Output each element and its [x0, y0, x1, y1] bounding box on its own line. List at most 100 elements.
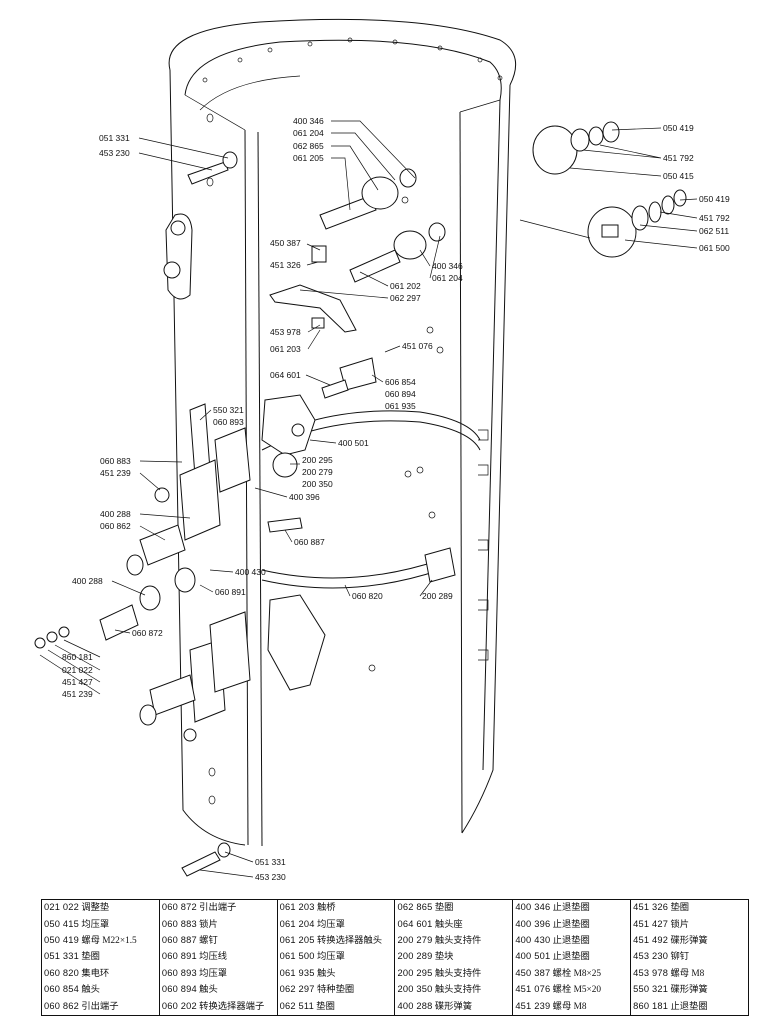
- callout-label: 453 230: [99, 148, 130, 158]
- parts-list-cell: 400 501 止退垫圈: [512, 949, 632, 966]
- part-code: 453 230: [633, 951, 669, 962]
- parts-list-cell: 060 887 螺钉: [158, 932, 278, 950]
- part-name: 螺母 M8: [668, 968, 705, 979]
- callout-label: 200 289: [422, 591, 453, 601]
- part-name: 螺栓 M8×25: [550, 968, 602, 979]
- callout-label: 451 239: [100, 468, 131, 478]
- parts-list-cell: 061 203 触桥: [276, 899, 396, 917]
- cylinder-body: [168, 18, 517, 847]
- part-code: 060 891: [161, 951, 197, 962]
- parts-list-cell: 061 935 触头: [276, 965, 396, 983]
- part-code: 860 181: [633, 1000, 669, 1011]
- part-code: 060 887: [161, 935, 197, 946]
- part-code: 451 492: [633, 935, 669, 946]
- callout-label: 400 501: [338, 438, 369, 448]
- part-code: 550 321: [633, 984, 669, 995]
- callout-label: 451 326: [270, 260, 301, 270]
- part-name: 触头支持件: [432, 985, 482, 996]
- part-name: 螺钉: [196, 936, 218, 947]
- part-name: 锁片: [668, 919, 690, 930]
- part-code: 051 331: [44, 951, 80, 962]
- callout-label: 051 331: [99, 133, 130, 143]
- part-name: 螺母 M22×1.5: [79, 936, 137, 947]
- part-name: 垫圈: [432, 903, 454, 914]
- parts-list-cell: 062 865 垫圈: [394, 899, 514, 917]
- part-code: 200 279: [397, 935, 433, 946]
- parts-list-cell: 550 321 碟形弹簧: [630, 982, 749, 999]
- part-code: 060 893: [161, 967, 197, 978]
- part-name: 铆钉: [668, 952, 690, 963]
- callout-label: 860 181: [62, 652, 93, 662]
- parts-list-cell: 200 289 垫块: [394, 949, 514, 966]
- part-name: 止退垫圈: [550, 919, 590, 930]
- part-code: 453 978: [633, 967, 669, 978]
- part-code: 200 350: [397, 984, 433, 995]
- parts-list-cell: 021 022 调整垫: [41, 899, 160, 917]
- callout-label: 062 511: [699, 226, 729, 236]
- part-code: 060 854: [44, 984, 80, 995]
- part-code: 200 289: [397, 951, 433, 962]
- part-code: 400 430: [515, 935, 551, 946]
- parts-list-cell: 061 205 转换选择器触头: [276, 932, 396, 950]
- parts-list-cell: 451 076 螺栓 M5×20: [512, 982, 632, 999]
- callout-label: 061 205: [293, 153, 324, 163]
- part-name: 引出端子: [79, 1001, 119, 1012]
- part-code: 060 862: [44, 1000, 80, 1011]
- parts-list-cell: 064 601 触头座: [394, 916, 514, 933]
- parts-list-cell: 400 346 止退垫圈: [512, 899, 632, 917]
- callout-label: 060 891: [215, 587, 246, 597]
- callout-label: 606 854: [385, 377, 416, 387]
- part-name: 垫圈: [79, 952, 100, 963]
- part-name: 碟形弹簧: [432, 1001, 473, 1012]
- part-code: 451 076: [515, 984, 551, 995]
- callout-label: 051 331: [255, 857, 286, 867]
- callout-label: 451 427: [62, 677, 93, 687]
- callout-label: 400 346: [293, 116, 324, 126]
- part-code: 400 396: [515, 918, 551, 929]
- part-name: 止退垫圈: [550, 936, 590, 947]
- part-name: 止退垫圈: [550, 952, 590, 963]
- part-code: 061 500: [279, 951, 315, 962]
- part-code: 451 326: [633, 902, 669, 913]
- part-code: 060 202: [161, 1000, 197, 1011]
- rim-holes: [202, 37, 503, 83]
- part-name: 均压罩: [314, 952, 345, 963]
- parts-list-cell: 400 430 止退垫圈: [512, 932, 632, 950]
- part-name: 触头座: [432, 919, 463, 930]
- parts-list-cell: 060 862 引出端子: [41, 998, 160, 1016]
- callout-label: 550 321: [213, 405, 244, 415]
- parts-list-cell: 060 202 转换选择器端子: [158, 998, 278, 1016]
- exploded-assembly-drawing: 051 331 453 230 400 346 061 204 062 865 061 2…: [34, 18, 730, 882]
- callout-label: 060 883: [100, 456, 131, 466]
- part-name: 触头: [314, 968, 336, 979]
- callout-label: 062 297: [390, 293, 421, 303]
- callout-label: 453 230: [255, 872, 286, 882]
- part-name: 均压罩: [196, 968, 228, 979]
- part-name: 均压罩: [314, 919, 345, 930]
- part-code: 060 820: [44, 967, 80, 978]
- edge-notches: [478, 429, 489, 661]
- parts-list-cell: 060 820 集电环: [41, 965, 160, 983]
- callout-label: 061 204: [432, 273, 463, 283]
- callout-label: 060 862: [100, 521, 131, 531]
- parts-list-cell: 860 181 止退垫圈: [630, 998, 749, 1016]
- part-name: 止退垫圈: [668, 1001, 708, 1012]
- callout-label: 064 601: [270, 370, 301, 380]
- part-code: 060 883: [161, 918, 197, 929]
- part-name: 垫圈: [313, 1001, 335, 1012]
- callout-label: 060 894: [385, 389, 416, 399]
- callout-label: 062 865: [293, 141, 324, 151]
- part-code: 062 297: [279, 984, 315, 995]
- callout-labels: 051 331 453 230 400 346 061 204 062 865 061 2…: [62, 116, 730, 882]
- callout-label: 060 872: [132, 628, 163, 638]
- callout-label: 060 887: [294, 537, 325, 547]
- callout-label: 400 396: [289, 492, 320, 502]
- callout-label: 061 935: [385, 401, 416, 411]
- parts-list-cell: 050 419 螺母 M22×1.5: [41, 932, 160, 950]
- callout-label: 050 415: [663, 171, 694, 181]
- part-name: 止退垫圈: [550, 903, 590, 914]
- parts-list-cell: 451 427 锁片: [630, 916, 749, 933]
- callout-label: 061 204: [293, 128, 324, 138]
